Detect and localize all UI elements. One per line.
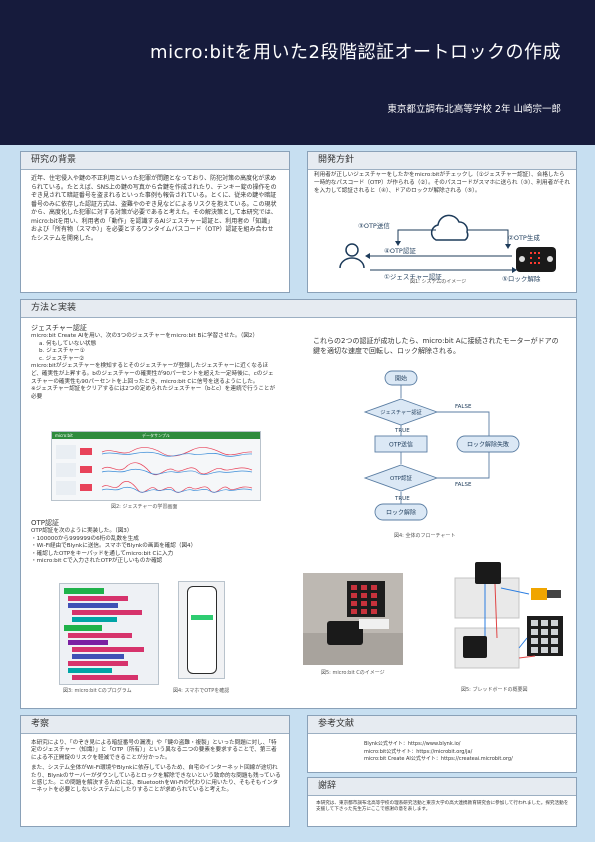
background-panel: 研究の背景 近年、住宅侵入や鍵の不正利用といった犯罪が問題となっており、防犯対策… xyxy=(20,151,290,293)
flow-true-2: TRUE xyxy=(394,496,410,502)
microbit-c-photo xyxy=(303,573,403,665)
discussion-body: 本研究により、「のぞき見による暗証番号の漏洩」や「鍵の盗難・複製」といった問題に… xyxy=(31,740,281,795)
ai-app-tab: データサンプル xyxy=(142,433,170,438)
microbit-icon xyxy=(516,247,556,272)
methods-heading: 方法と実装 xyxy=(21,300,576,318)
gesture-item-a: a. 何もしていない状態 xyxy=(39,340,97,347)
system-diagram: ③OTP送信 ②OTP生成 ④OTP認証 ①ジェスチャー認証 ⑤ロック解除 xyxy=(339,214,556,283)
poster-header: micro:bitを用いた2段階認証オートロックの作成 東京都立調布北高等学校 … xyxy=(0,0,595,145)
gesture-item-c: c. ジェスチャー② xyxy=(39,355,85,362)
fig3-caption: 図3: micro:bit Cのプログラム xyxy=(63,688,132,694)
otp-item: ・確認したOTPをキーパッドを通してmicro:bit Cに入力 xyxy=(31,550,174,557)
phone-otp-field xyxy=(191,615,213,620)
ai-app-bar: micro:bit データサンプル xyxy=(52,432,260,439)
reference-item: micro:bit Create AI公式サイト：https://createa… xyxy=(364,756,513,762)
svg-text:OTP送信: OTP送信 xyxy=(389,441,413,449)
fig4-caption: 図4: スマホでOTPを確認 xyxy=(173,688,230,694)
phone-body xyxy=(187,586,217,674)
microbit-icon xyxy=(475,562,501,584)
svg-text:開始: 開始 xyxy=(395,375,407,383)
label-unlock: ⑤ロック解除 xyxy=(502,274,541,283)
fig6-caption: 図5: ブレッドボードの概要図 xyxy=(461,687,528,693)
otp-body: OTP認証を次のように実装した。（図3） ・100000から999999の6桁の… xyxy=(31,528,276,566)
flow-otp-decision: OTP認証 xyxy=(363,464,439,492)
svg-text:ロック解除: ロック解除 xyxy=(386,509,416,517)
flow-fail: ロック解除失敗 xyxy=(456,435,520,453)
thanks-body: 本研究は、東京都市調布北高等学校の理系研究活動と東京大学の高大連携教育研究会に参… xyxy=(316,801,569,813)
label-otp-auth: ④OTP認証 xyxy=(384,246,416,255)
fig5-caption: 図5: micro:bit Cのイメージ xyxy=(321,670,385,676)
code-blocks xyxy=(64,588,144,680)
discussion-panel: 考察 本研究により、「のぞき見による暗証番号の漏洩」や「鍵の盗難・複製」といった… xyxy=(20,715,290,827)
references-list: Blynk公式サイト：https://www.blynk.io/ micro:b… xyxy=(364,741,513,764)
thanks-panel: 謝辞 本研究は、東京都市調布北高等学校の理系研究活動と東京大学の高大連携教育研究… xyxy=(307,777,577,827)
gesture-note: ※ジェスチャー認証をクリアするには2つの定められたジェスチャー（bとc）を連続で… xyxy=(31,386,276,400)
gesture-item-b: b. ジェスチャー① xyxy=(39,348,85,355)
otp-item: ・100000から999999の6桁の乱数を生成 xyxy=(31,535,139,542)
microbit-program-image xyxy=(59,583,159,685)
svg-text:ロック解除失敗: ロック解除失敗 xyxy=(467,441,509,449)
label-otp-send: ③OTP送信 xyxy=(358,221,390,230)
thanks-heading: 謝辞 xyxy=(308,778,576,796)
flow-unlock: ロック解除 xyxy=(374,503,428,521)
otp-item: ・micro:bit Cで入力されたOTPが正しいものか確認 xyxy=(31,558,163,565)
fig1-caption: 図1: システムのイメージ xyxy=(410,279,467,285)
discussion-paragraph-2: また、システム全体がWi-Fi環境やBlynkに依存しているため、自宅のインター… xyxy=(31,765,281,794)
label-gesture-auth: ①ジェスチャー認証 xyxy=(384,272,442,281)
policy-body: 利用者が正しいジェスチャーをしたかをmicro:bitがチェックし（①ジェスチャ… xyxy=(314,172,570,194)
reference-item: Blynk公式サイト：https://www.blynk.io/ xyxy=(364,741,461,747)
reference-item: micro:bit公式サイト：https://microbit.org/ja/ xyxy=(364,748,473,755)
flow-start: 開始 xyxy=(384,370,418,386)
gesture-title: ジェスチャー認証 xyxy=(31,324,87,332)
ai-row xyxy=(56,462,253,477)
arrow-otp-gen xyxy=(468,229,509,247)
otp-item: ・Wi-Fi経由でBlynkに送信。スマホでBlynkの画面を確認（図4） xyxy=(31,543,197,550)
label-otp-gen: ②OTP生成 xyxy=(508,233,540,242)
svg-text:OTP認証: OTP認証 xyxy=(390,474,413,482)
policy-panel: 開発方針 利用者が正しいジェスチャーをしたかをmicro:bitがチェックし（①… xyxy=(307,151,577,293)
cloud-icon xyxy=(430,214,469,241)
background-heading: 研究の背景 xyxy=(21,152,289,170)
phone-image xyxy=(178,581,225,679)
person-icon xyxy=(339,243,365,269)
ai-training-screenshot: micro:bit データサンプル xyxy=(51,431,261,501)
breadboard-diagram xyxy=(445,558,573,682)
flow-true-1: TRUE xyxy=(394,428,410,434)
discussion-paragraph-1: 本研究により、「のぞき見による暗証番号の漏洩」や「鍵の盗難・複製」といった問題に… xyxy=(31,740,277,761)
gesture-detail: micro:bitがジェスチャーを検知するとそのジェスチャーが登録したジェスチャ… xyxy=(31,363,274,385)
gesture-intro: micro:bit Create AIを用い、次の3つのジェスチャーをmicro… xyxy=(31,333,259,339)
background-body: 近年、住宅侵入や鍵の不正利用といった犯罪が問題となっており、防犯対策の高度化が求… xyxy=(31,175,277,242)
flowchart: 開始 ジェスチャー認証 TRUE FALSE OTP送信 ロック解除失敗 OTP… xyxy=(363,370,520,521)
references-heading: 参考文献 xyxy=(308,716,576,734)
ai-sample-rows xyxy=(56,445,253,495)
microbit-board-icon xyxy=(327,621,363,645)
flow-false-2: FALSE xyxy=(455,482,472,488)
flow-intro: これらの2つの認証が成功したら、micro:bit Aに接続されたモーターがドア… xyxy=(313,337,559,355)
ai-row xyxy=(56,481,253,495)
discussion-heading: 考察 xyxy=(21,716,289,734)
references-panel: 参考文献 Blynk公式サイト：https://www.blynk.io/ mi… xyxy=(307,715,577,773)
ai-row xyxy=(56,445,253,459)
poster-title: micro:bitを用いた2段階認証オートロックの作成 xyxy=(150,42,561,63)
fig2-caption: 図2: ジェスチャーの学習画面 xyxy=(111,504,178,510)
otp-title: OTP認証 xyxy=(31,519,60,527)
otp-intro: OTP認証を次のように実装した。（図3） xyxy=(31,528,133,534)
flowchart-caption: 図4: 全体のフローチャート xyxy=(394,533,456,539)
ai-app-name: micro:bit xyxy=(55,433,73,438)
svg-text:ジェスチャー認証: ジェスチャー認証 xyxy=(380,408,421,416)
gesture-body: micro:bit Create AIを用い、次の3つのジェスチャーをmicro… xyxy=(31,333,276,401)
methods-panel: 方法と実装 ジェスチャー認証 micro:bit Create AIを用い、次の… xyxy=(20,299,577,709)
flow-gesture-decision: ジェスチャー認証 xyxy=(363,398,439,426)
author-affiliation: 東京都立調布北高等学校 2年 山崎宗一郎 xyxy=(387,104,561,115)
flow-otp-send: OTP送信 xyxy=(374,435,428,453)
policy-heading: 開発方針 xyxy=(308,152,576,170)
flow-false-1: FALSE xyxy=(455,404,472,410)
arrow-otp-send xyxy=(397,229,436,244)
